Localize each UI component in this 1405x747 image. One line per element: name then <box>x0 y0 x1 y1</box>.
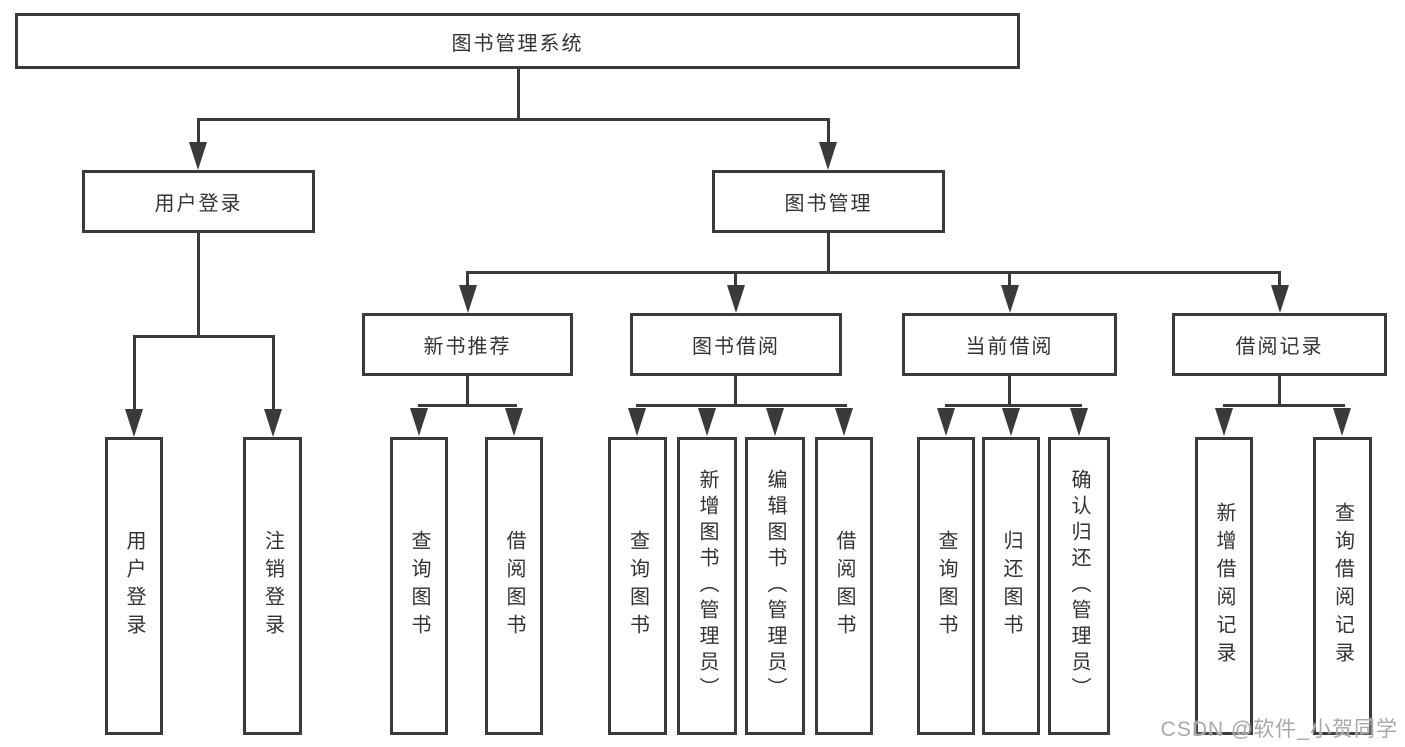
arrow-to-leaf-current-return <box>1002 408 1020 436</box>
arrow-to-borrow-records <box>1271 285 1289 313</box>
leaf-recommend-borrow-books-label: 借阅图书 <box>503 530 525 642</box>
node-user-login-label: 用户登录 <box>154 193 243 215</box>
node-current-borrow-label: 当前借阅 <box>965 336 1054 358</box>
leaf-borrow-add-books-admin: 新增图书（管理员） <box>677 437 737 735</box>
arrow-to-leaf-records-add <box>1215 408 1233 436</box>
node-root-label: 图书管理系统 <box>451 32 584 55</box>
arrow-to-leaf-borrow-query <box>628 408 646 436</box>
leaf-current-confirm-return-admin-label: 确认归还（管理员） <box>1068 469 1090 703</box>
leaf-logout: 注销登录 <box>243 437 302 735</box>
node-borrow-records: 借阅记录 <box>1172 313 1387 376</box>
leaf-borrow-query-books-label: 查询图书 <box>626 530 649 642</box>
arrow-to-leaf-user-login <box>125 409 143 437</box>
connector-borrow-split <box>636 404 847 407</box>
connector-recommend-drop <box>466 376 469 407</box>
node-user-login: 用户登录 <box>82 170 315 233</box>
leaf-recommend-borrow-books: 借阅图书 <box>485 437 543 735</box>
arrow-to-new-book-recommend <box>459 285 477 313</box>
leaf-borrow-query-books: 查询图书 <box>608 437 667 735</box>
leaf-recommend-query-books-label: 查询图书 <box>408 530 430 642</box>
node-root: 图书管理系统 <box>15 13 1020 69</box>
connector-root-right-stem <box>827 118 830 144</box>
connector-login-drop <box>197 233 200 335</box>
leaf-user-login-label: 用户登录 <box>123 530 145 642</box>
connector-mgmt-split <box>466 271 1281 274</box>
connector-mgmt-stem-2 <box>734 271 737 287</box>
connector-records-split <box>1223 404 1345 407</box>
connector-login-split <box>133 335 275 338</box>
leaf-records-query-record: 查询借阅记录 <box>1313 437 1372 735</box>
arrow-to-leaf-current-query <box>937 408 955 436</box>
arrow-to-leaf-current-confirm <box>1070 408 1088 436</box>
connector-current-split <box>945 404 1082 407</box>
leaf-current-return-books-label: 归还图书 <box>1000 530 1022 642</box>
connector-borrow-drop <box>734 376 737 407</box>
connector-mgmt-stem-1 <box>466 271 469 287</box>
connector-login-stem-1 <box>133 335 136 411</box>
node-new-book-recommend: 新书推荐 <box>362 313 573 376</box>
connector-login-stem-2 <box>272 335 275 411</box>
node-current-borrow: 当前借阅 <box>902 313 1117 376</box>
connector-root-drop <box>517 68 520 118</box>
leaf-user-login: 用户登录 <box>105 437 163 735</box>
arrow-to-leaf-logout <box>264 409 282 437</box>
leaf-records-query-record-label: 查询借阅记录 <box>1331 502 1354 670</box>
connector-root-split <box>197 118 830 121</box>
connector-mgmt-stem-4 <box>1278 271 1281 287</box>
arrow-to-leaf-records-query <box>1333 408 1351 436</box>
arrow-to-leaf-borrow-add <box>698 408 716 436</box>
arrow-to-leaf-borrow-edit <box>766 408 784 436</box>
csdn-watermark: CSDN @软件_小贺同学 <box>1160 718 1398 741</box>
arrow-to-leaf-recommend-borrow <box>505 408 523 436</box>
node-book-management-label: 图书管理 <box>784 193 873 215</box>
arrow-to-book-management <box>819 142 837 170</box>
node-book-borrow: 图书借阅 <box>630 313 842 376</box>
node-new-book-recommend-label: 新书推荐 <box>423 336 512 358</box>
leaf-records-add-record: 新增借阅记录 <box>1195 437 1253 735</box>
arrow-to-book-borrow <box>727 285 745 313</box>
arrow-to-user-login <box>189 142 207 170</box>
leaf-borrow-edit-books-admin-label: 编辑图书（管理员） <box>764 469 786 703</box>
leaf-borrow-add-books-admin-label: 新增图书（管理员） <box>696 469 718 703</box>
connector-root-left-stem <box>197 118 200 144</box>
arrow-to-leaf-borrow-borrow <box>835 408 853 436</box>
leaf-borrow-borrow-books: 借阅图书 <box>815 437 873 735</box>
connector-current-drop <box>1008 376 1011 407</box>
leaf-current-return-books: 归还图书 <box>982 437 1040 735</box>
leaf-borrow-edit-books-admin: 编辑图书（管理员） <box>745 437 805 735</box>
node-book-borrow-label: 图书借阅 <box>692 336 780 358</box>
leaf-borrow-borrow-books-label: 借阅图书 <box>833 530 855 642</box>
node-borrow-records-label: 借阅记录 <box>1235 336 1324 358</box>
arrow-to-leaf-recommend-query <box>410 408 428 436</box>
connector-mgmt-drop <box>827 233 830 271</box>
leaf-current-confirm-return-admin: 确认归还（管理员） <box>1048 437 1110 735</box>
leaf-current-query-books-label: 查询图书 <box>935 530 957 642</box>
connector-mgmt-stem-3 <box>1008 271 1011 287</box>
connector-records-drop <box>1278 376 1281 407</box>
connector-recommend-split <box>418 404 517 407</box>
node-book-management: 图书管理 <box>712 170 945 233</box>
leaf-recommend-query-books: 查询图书 <box>390 437 448 735</box>
leaf-logout-label: 注销登录 <box>261 530 284 642</box>
leaf-current-query-books: 查询图书 <box>917 437 975 735</box>
leaf-records-add-record-label: 新增借阅记录 <box>1213 502 1235 670</box>
arrow-to-current-borrow <box>1001 285 1019 313</box>
